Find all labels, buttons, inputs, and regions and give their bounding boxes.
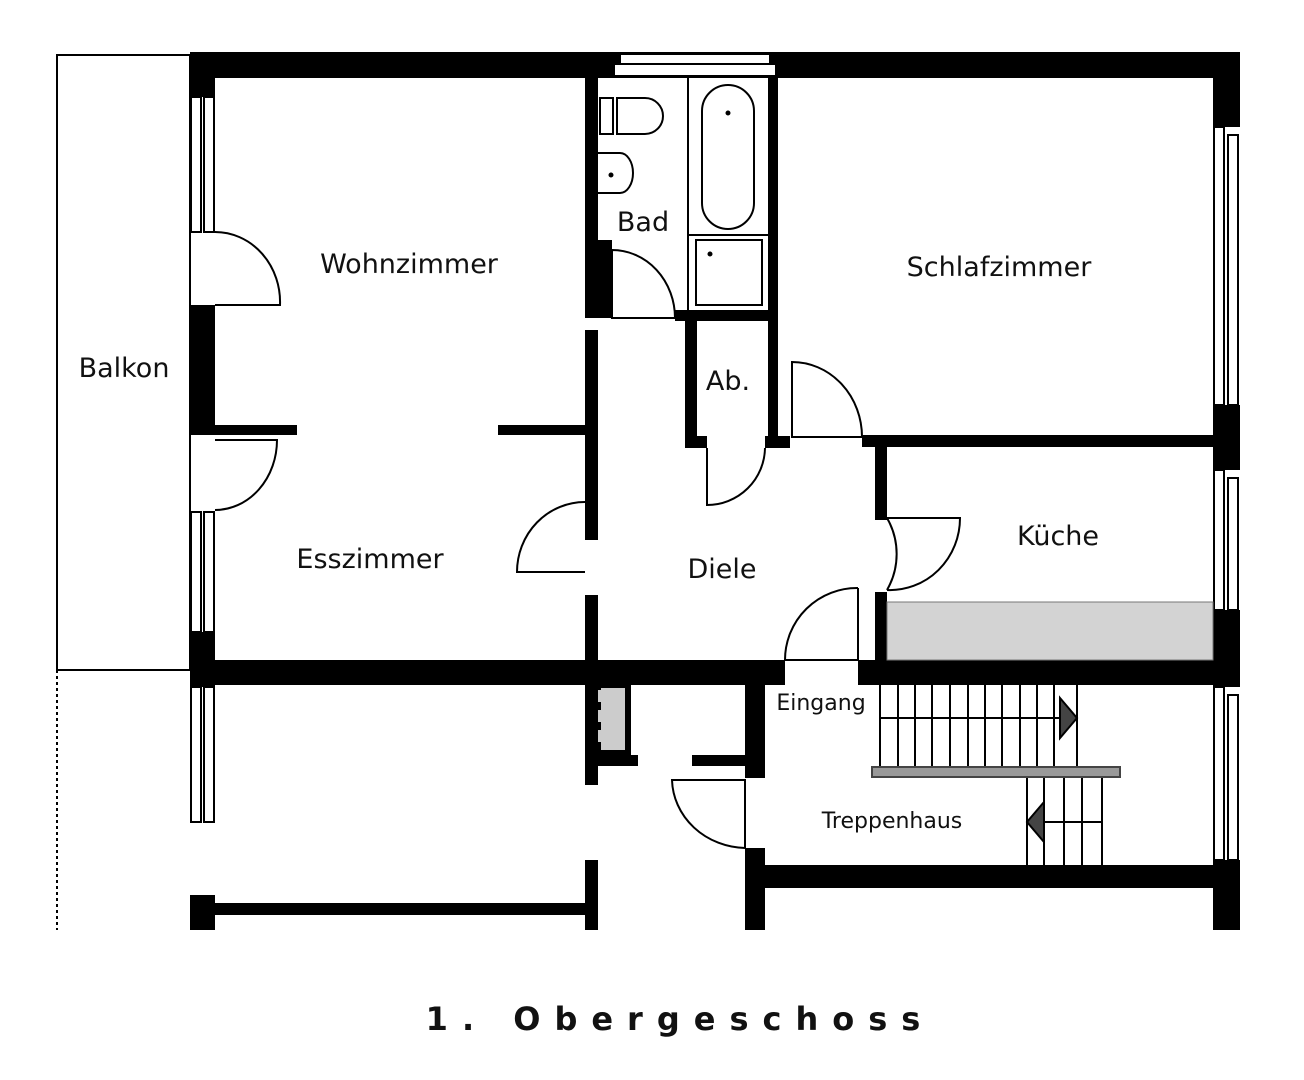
label-eingang: Eingang xyxy=(776,691,865,716)
label-schlafzimmer: Schlafzimmer xyxy=(907,252,1093,283)
label-diele: Diele xyxy=(687,554,756,585)
balcony xyxy=(56,54,191,930)
label-balkon: Balkon xyxy=(79,353,170,384)
label-ab: Ab. xyxy=(706,366,750,397)
label-bad: Bad xyxy=(617,207,669,238)
bathroom-fixtures xyxy=(598,78,768,310)
staircase xyxy=(879,685,1103,865)
windows xyxy=(190,53,1239,861)
label-treppenhaus: Treppenhaus xyxy=(821,809,963,834)
doors xyxy=(214,230,962,850)
handrail xyxy=(871,766,1121,778)
kitchen-counter xyxy=(886,601,1214,661)
room-labels: Balkon Wohnzimmer Esszimmer Bad Ab. Schl… xyxy=(79,207,1099,834)
plan-title: 1. Obergeschoss xyxy=(425,1000,935,1038)
label-kueche: Küche xyxy=(1017,521,1099,552)
label-esszimmer: Esszimmer xyxy=(296,544,444,575)
walls xyxy=(190,52,1240,930)
label-wohnzimmer: Wohnzimmer xyxy=(320,249,499,280)
